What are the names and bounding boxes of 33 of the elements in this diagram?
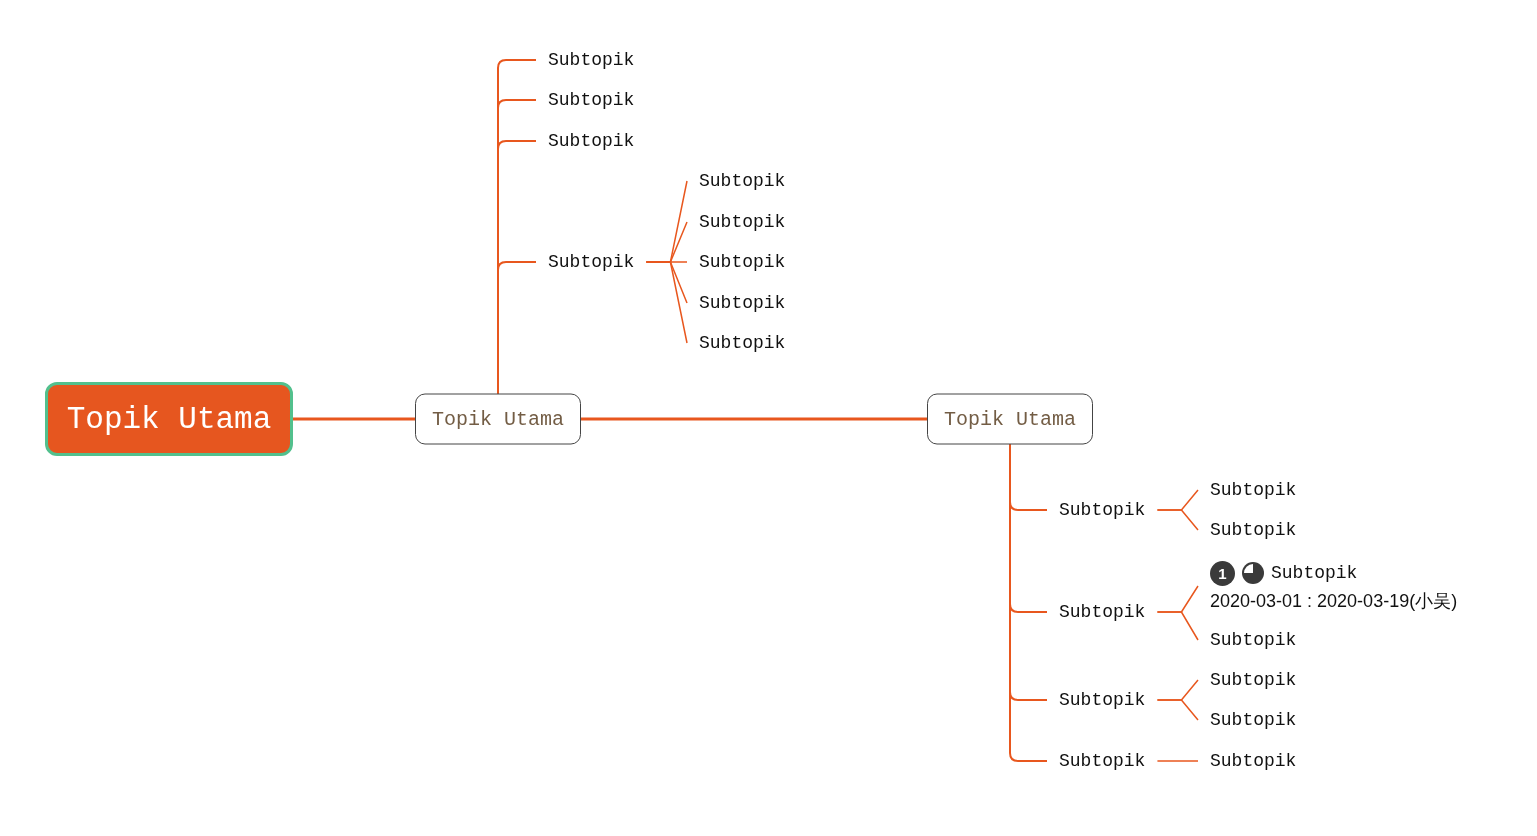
subtopic-label: Subtopik bbox=[1271, 562, 1358, 585]
subtopic-label: Subtopik bbox=[536, 48, 647, 72]
subtopic-label: Subtopik bbox=[1047, 600, 1158, 624]
subtopic-label: Subtopik bbox=[1198, 749, 1309, 773]
central-topic-box: Topik Utama bbox=[45, 382, 293, 456]
date-range-text: 2020-03-01 : 2020-03-19(小吴) bbox=[1210, 590, 1458, 613]
branch-connector bbox=[1156, 699, 1199, 721]
topic-box: Topik Utama bbox=[927, 393, 1093, 445]
branch-connector bbox=[1156, 760, 1199, 762]
subtopic-label: Subtopik bbox=[1198, 518, 1309, 542]
subtopic-label: Subtopik bbox=[1198, 668, 1309, 692]
branch-connector bbox=[581, 417, 927, 421]
branch-connector bbox=[645, 261, 688, 344]
subtopic-label: Subtopik bbox=[1198, 478, 1309, 502]
branch-connector bbox=[293, 417, 415, 421]
subtopic-label: Subtopik bbox=[687, 210, 798, 234]
branch-connector bbox=[1156, 509, 1199, 531]
subtopic-label: Subtopik bbox=[687, 169, 798, 193]
subtopic-label: Subtopik bbox=[1198, 628, 1309, 652]
branch-connector bbox=[497, 261, 537, 395]
subtopic-label: Subtopik bbox=[1198, 708, 1309, 732]
subtopic-label: Subtopik bbox=[687, 291, 798, 315]
subtopic-label: Subtopik bbox=[687, 250, 798, 274]
priority-marker: 1 bbox=[1210, 560, 1235, 586]
subtopic-label: Subtopik bbox=[536, 88, 647, 112]
subtopic-label: Subtopik bbox=[536, 250, 647, 274]
branch-connector bbox=[1156, 611, 1199, 641]
subtopic-label: Subtopik bbox=[1047, 749, 1158, 773]
subtopic-label: Subtopik bbox=[687, 331, 798, 355]
subtopic-label: Subtopik bbox=[536, 129, 647, 153]
topic-box: Topik Utama bbox=[415, 393, 581, 445]
subtopic-label: Subtopik bbox=[1047, 498, 1158, 522]
subtopic-label: Subtopik bbox=[1047, 688, 1158, 712]
